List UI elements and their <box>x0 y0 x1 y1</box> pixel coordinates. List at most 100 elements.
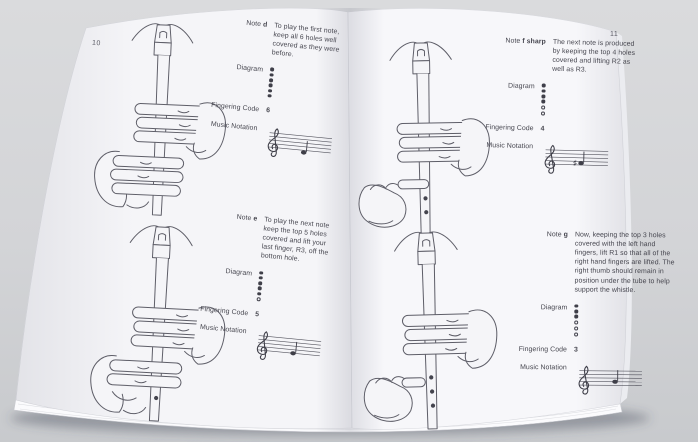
fingering-diagram <box>574 303 679 337</box>
notation-staff-wrap <box>251 328 329 369</box>
note-word: Note <box>505 37 521 45</box>
diagram-hole-open <box>256 297 262 302</box>
diagram-hole-filled <box>269 67 274 72</box>
diagram-hole-filled <box>269 72 274 77</box>
note-description: To play the first note, keep all 6 holes… <box>271 22 340 59</box>
diagram-hole-filled <box>541 83 546 88</box>
whistle-hands-illustration <box>363 231 498 430</box>
notation-row: Music Notation <box>517 363 679 398</box>
diagram-hole-open <box>541 105 546 110</box>
diagram-hole-open <box>574 320 579 325</box>
whistle-illustration-slot <box>350 39 495 239</box>
whistle-hands-illustration <box>90 225 226 422</box>
notation-label: Music Notation <box>486 142 534 151</box>
notation-row: Music Notation ♯ <box>482 141 633 179</box>
treble-clef-icon <box>256 331 268 361</box>
fingering-code: 4 <box>540 125 545 133</box>
note-word: Note <box>236 213 252 223</box>
diagram-label: Diagram <box>225 267 253 278</box>
diagram-hole-filled <box>258 276 263 280</box>
diagram-hole-filled <box>258 281 262 286</box>
note-stem <box>305 140 308 152</box>
note-name: f sharp <box>522 37 546 46</box>
diagram-hole-filled <box>259 270 263 275</box>
whistle-illustration-slot <box>353 228 504 434</box>
diagram-hole-filled <box>257 286 262 291</box>
instruction-column: Note e To play the next note keep the to… <box>193 210 339 378</box>
left-page-shading <box>16 8 352 429</box>
fingering-code: 5 <box>254 311 260 319</box>
note-stem <box>295 342 298 354</box>
diagram-hole-filled <box>541 94 546 99</box>
note-description: To play the next note keep the top 5 hol… <box>260 216 330 264</box>
fingering-label: Fingering Code <box>199 306 249 318</box>
instruction-column: Note g Now, keeping the top 3 holes cove… <box>516 230 680 408</box>
music-staff: ♯ <box>544 145 609 174</box>
diagram-label: Diagram <box>507 83 535 91</box>
note-name: e <box>253 215 258 223</box>
notation-row: Music Notation <box>194 323 329 369</box>
music-staff <box>578 366 642 395</box>
fingering-row: Fingering Code 4 <box>483 123 633 136</box>
treble-clef-icon <box>267 127 279 157</box>
treble-clef-icon <box>578 366 590 395</box>
diagram-hole-open <box>574 332 579 337</box>
diagram-label: Diagram <box>540 303 568 312</box>
fingering-row: Fingering Code 5 <box>198 305 330 327</box>
instruction-column: Note f sharp The next note is produced b… <box>482 36 636 188</box>
note-row: Note g Now, keeping the top 3 holes cove… <box>517 230 680 295</box>
diagram-row: Diagram <box>484 81 635 118</box>
diagram-hole-filled <box>541 99 545 104</box>
note-description: The next note is produced by keeping the… <box>552 38 636 74</box>
notation-label: Music Notation <box>210 120 258 132</box>
notation-staff-wrap: ♯ <box>539 143 633 179</box>
fingering-diagram <box>256 270 334 309</box>
diagram-hole-filled <box>267 93 272 98</box>
music-staff <box>256 331 322 361</box>
diagram-row: Diagram <box>211 61 341 104</box>
whistle-hands-illustration <box>94 23 226 216</box>
diagram-hole-filled <box>268 83 273 88</box>
diagram-row: Diagram <box>517 303 679 338</box>
fingering-label: Fingering Code <box>210 102 260 114</box>
notation-label: Music Notation <box>199 324 247 336</box>
note-label: Note g <box>518 230 575 240</box>
fingering-diagram <box>267 67 341 105</box>
fingering-code: 3 <box>573 346 578 354</box>
notation-staff-wrap <box>574 364 679 399</box>
note-head <box>300 150 307 155</box>
fingering-row: Fingering Code 3 <box>517 345 679 356</box>
diagram-row: Diagram <box>200 264 334 308</box>
whistle-illustration-slot <box>86 19 234 221</box>
diagram-hole-open <box>574 326 579 331</box>
whistle-hands-illustration <box>358 41 490 236</box>
whistle-illustration-slot <box>81 220 235 427</box>
note-name: g <box>563 231 568 239</box>
note-head <box>612 379 618 385</box>
note-head <box>578 161 584 166</box>
note-row: Note f sharp The next note is produced b… <box>485 36 636 76</box>
note-word: Note <box>546 231 562 239</box>
diagram-hole-filled <box>574 309 578 314</box>
sharp-icon: ♯ <box>573 158 577 167</box>
note-description: Now, keeping the top 3 holes covered wit… <box>574 231 675 294</box>
diagram-hole-filled <box>268 78 273 83</box>
treble-clef-icon <box>544 145 556 174</box>
diagram-hole-filled <box>574 304 578 308</box>
fingering-row: Fingering Code 6 <box>209 101 337 122</box>
diagram-label: Diagram <box>236 64 264 74</box>
diagram-hole-filled <box>574 314 578 319</box>
diagram-hole-open <box>540 111 546 116</box>
fingering-diagram <box>540 83 635 118</box>
notation-staff-wrap <box>262 125 336 166</box>
note-label: Note f sharp <box>486 36 553 47</box>
fingering-label: Fingering Code <box>518 346 567 354</box>
notation-row: Music Notation <box>205 119 336 165</box>
diagram-hole-filled <box>541 89 546 93</box>
diagram-hole-filled <box>257 291 261 296</box>
instruction-column: Note d To play the first note, keep all … <box>204 16 345 174</box>
page-number-right: 11 <box>610 31 619 38</box>
note-name: d <box>262 21 268 29</box>
fingering-code: 6 <box>265 107 271 115</box>
